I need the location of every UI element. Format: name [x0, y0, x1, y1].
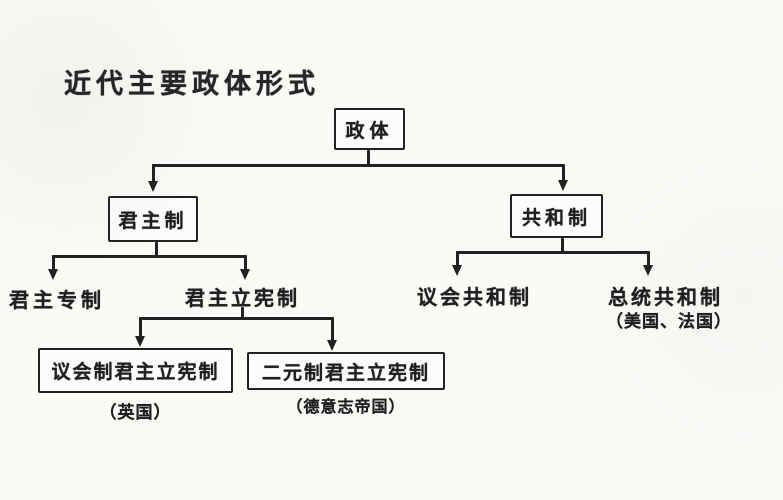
arrow-down-icon [643, 265, 653, 276]
connector-line [244, 255, 247, 272]
node-republic-label: 共和制 [521, 207, 591, 229]
connector-line [152, 164, 564, 167]
node-parliamentary-republic: 议会共和制 [417, 287, 532, 309]
diagram-title: 近代主要政体形式 [64, 69, 320, 99]
connector-line [52, 255, 55, 272]
node-root: 政体 [334, 108, 405, 150]
connector-line [155, 242, 158, 257]
connector-line [139, 317, 334, 320]
arrow-down-icon [148, 181, 158, 192]
node-constitutional-monarchy: 君主立宪制 [185, 288, 300, 310]
arrow-down-icon [240, 269, 250, 280]
connector-line [562, 164, 565, 183]
note-dual-cm-country: （德意志帝国） [286, 399, 406, 416]
note-parliamentary-cm-country: （英国） [99, 403, 172, 422]
node-monarchy-label: 君主制 [118, 210, 188, 232]
node-dual-constitutional-monarchy: 二元制君主立宪制 [247, 352, 445, 390]
arrow-down-icon [558, 180, 568, 191]
node-dual-constitutional-monarchy-label: 二元制君主立宪制 [261, 362, 430, 384]
node-parliamentary-constitutional-monarchy-label: 议会制君主立宪制 [51, 362, 220, 383]
connector-line [241, 307, 244, 319]
connector-line [331, 317, 334, 341]
node-parliamentary-constitutional-monarchy: 议会制君主立宪制 [38, 348, 233, 393]
node-absolute-monarchy: 君主专制 [9, 290, 105, 312]
arrow-down-icon [135, 336, 145, 347]
connector-line [456, 251, 459, 266]
connector-line [367, 150, 370, 166]
connector-line [52, 255, 247, 258]
arrow-down-icon [48, 269, 58, 280]
connector-line [561, 238, 564, 253]
connector-line [647, 251, 650, 266]
connector-line [152, 164, 155, 184]
arrow-down-icon [452, 265, 462, 276]
note-presidential-republic-countries: （美国、法国） [606, 312, 732, 331]
arrow-down-icon [327, 340, 337, 351]
connector-line [456, 251, 649, 254]
node-republic: 共和制 [510, 194, 603, 238]
connector-line [139, 317, 142, 339]
node-root-label: 政体 [345, 120, 394, 142]
node-presidential-republic: 总统共和制 [608, 287, 723, 309]
node-monarchy: 君主制 [108, 196, 198, 242]
